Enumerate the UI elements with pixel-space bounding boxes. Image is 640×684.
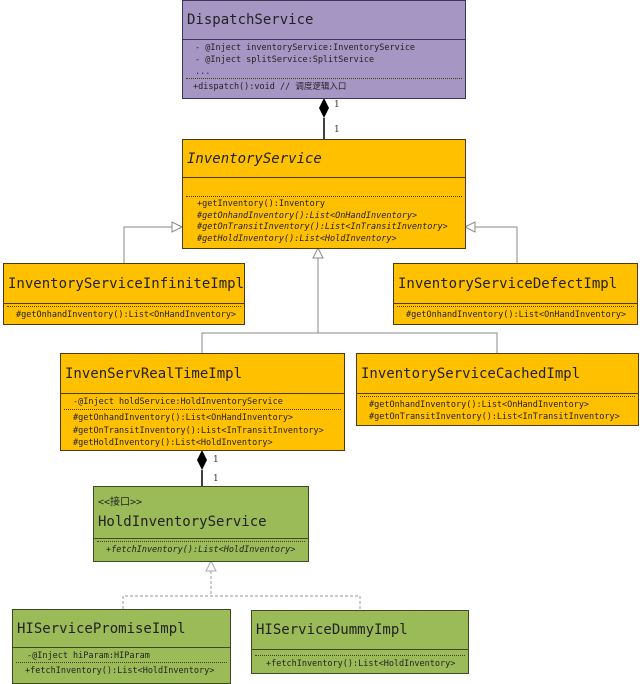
divider [64,409,341,410]
divider [397,306,634,307]
attribute: -@Inject holdService:HoldInventoryServic… [73,397,283,407]
divider [186,78,462,79]
class-hiservice-dummy-impl[interactable]: HIServiceDummyImpl +fetchInventory():Lis… [251,610,469,674]
multiplicity-label: 1 [334,125,340,135]
class-inventory-service-defect-impl[interactable]: InventoryServiceDefectImpl #getOnhandInv… [393,263,638,325]
divider [186,196,462,197]
generalization-infinite [123,226,172,263]
class-inven-serv-realtime-impl[interactable]: InvenServRealTimeImpl -@Inject holdServi… [60,353,345,451]
class-name: InventoryServiceInfiniteImpl [4,264,244,304]
divider [360,396,635,397]
class-inventory-service-infinite-impl[interactable]: InventoryServiceInfiniteImpl #getOnhandI… [3,263,245,325]
generalization-defect [475,226,518,263]
hollow-triangle-icon [171,221,184,233]
method: #getOnhandInventory():List<OnHandInvento… [16,310,237,320]
method: +fetchInventory():List<HoldInventory> [106,545,296,555]
multiplicity-label: 1 [213,455,219,465]
method: #getOnhandInventory():List<OnHandInvento… [406,310,627,320]
method: #getOnhandInventory():List<OnHandInvento… [369,400,590,410]
method: +fetchInventory():List<HoldInventory> [266,659,456,669]
hollow-triangle-icon [312,246,324,259]
multiplicity-label: 1 [213,474,219,484]
attribute: - @Inject inventoryService:InventoryServ… [195,43,416,53]
divider [97,541,305,542]
composition-diamond-icon [319,98,329,118]
multiplicity-label: 1 [334,100,340,110]
stereotype: <<接口>> [98,497,143,508]
class-dispatch-service[interactable]: DispatchService - @Inject inventoryServi… [182,0,466,99]
interface-hold-inventory-service[interactable]: <<接口>> HoldInventoryService +fetchInvent… [93,486,309,562]
divider [7,306,241,307]
class-inventory-service-cached-impl[interactable]: InventoryServiceCachedImpl #getOnhandInv… [356,353,639,426]
method: +fetchInventory():List<HoldInventory> [25,666,215,676]
realization-branches [122,595,361,609]
method: +getInventory():Inventory [197,199,325,209]
method: #getHoldInventory():List<HoldInventory> [73,438,273,448]
class-name: HIServicePromiseImpl [13,610,230,648]
method: #getOnTransitInventory():List<InTransitI… [197,222,448,232]
method: #getOnhandInventory():List<OnHandInvento… [197,210,418,221]
method: #getHoldInventory():List<HoldInventory> [197,233,397,244]
attribute: -@Inject hiParam:HIParam [27,651,150,661]
method: #getOnTransitInventory():List<InTransitI… [73,425,324,436]
class-name: HoldInventoryService [98,514,267,530]
attribute: ... [195,67,211,77]
method: #getOnTransitInventory():List<InTransitI… [369,412,620,422]
divider [16,662,227,663]
attribute: - @Inject splitService:SplitService [195,55,375,65]
class-name: InventoryService [183,140,465,178]
class-name: DispatchService [183,1,465,40]
class-inventory-service[interactable]: InventoryService +getInventory():Invento… [182,139,466,249]
class-name: InventoryServiceDefectImpl [394,264,637,304]
hollow-triangle-icon [463,221,476,233]
class-hiservice-promise-impl[interactable]: HIServicePromiseImpl -@Inject hiParam:HI… [12,609,231,684]
generalization-branches [201,332,498,353]
divider [255,655,465,656]
method: +dispatch():void // 调度逻辑入口 [193,82,347,92]
class-name: HIServiceDummyImpl [252,611,468,650]
method: #getOnhandInventory():List<OnHandInvento… [73,413,294,423]
class-name: InventoryServiceCachedImpl [357,354,638,394]
hollow-triangle-icon [205,559,217,572]
composition-diamond-icon [197,450,207,470]
class-name: InvenServRealTimeImpl [61,354,344,394]
